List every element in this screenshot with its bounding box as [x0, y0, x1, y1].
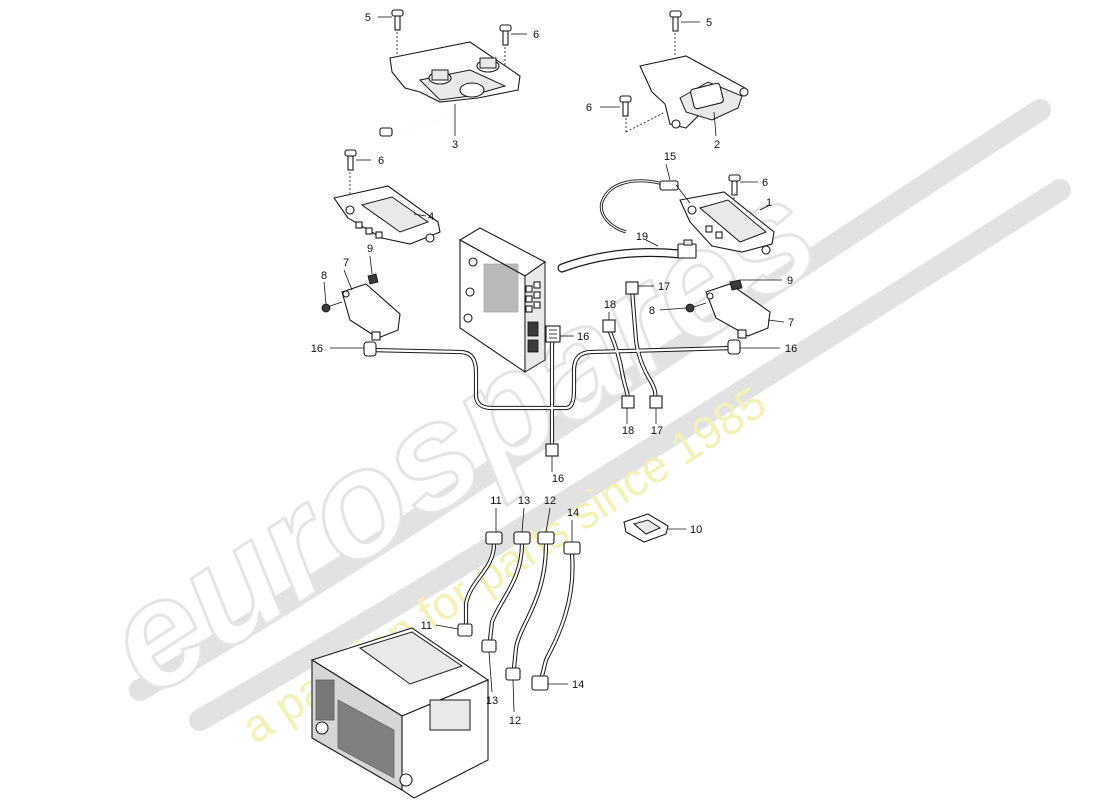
screw-8-right	[685, 302, 707, 313]
callout-8: 8	[321, 270, 327, 282]
callout-16: 16	[311, 343, 323, 355]
callout-5: 5	[365, 12, 371, 24]
callout-1: 1	[766, 197, 772, 209]
callout-18: 18	[604, 299, 616, 311]
callout-7: 7	[788, 317, 794, 329]
callout-3: 3	[452, 139, 458, 151]
callout-16: 16	[552, 473, 564, 485]
callout-12: 12	[509, 715, 521, 727]
clip-9-left	[367, 273, 379, 285]
screw-5-right	[669, 10, 682, 56]
part-1-module	[679, 174, 775, 255]
part-10-bracket	[623, 513, 686, 543]
callout-9: 9	[367, 243, 373, 255]
callout-13: 13	[486, 695, 498, 707]
callout-7: 7	[343, 257, 349, 269]
callout-6: 6	[762, 177, 768, 189]
head-unit	[310, 627, 490, 799]
callout-16: 16	[577, 331, 589, 343]
callout-15: 15	[664, 151, 676, 163]
callout-16: 16	[785, 343, 797, 355]
control-unit	[458, 227, 547, 374]
callout-10: 10	[690, 524, 702, 536]
part-7-right-sensor	[685, 279, 771, 339]
adapter-cables	[457, 531, 581, 691]
callout-11: 11	[490, 495, 501, 507]
callout-numbers: 5 6 5 6 3 2 6 6 15 4 1 19 9 7 8 9 7 8 16…	[311, 12, 798, 727]
screw-8-left	[321, 301, 343, 313]
callout-19: 19	[636, 231, 648, 243]
screw-6-mid-right	[619, 95, 666, 133]
callout-14: 14	[572, 679, 584, 691]
screw-6-top-left	[499, 24, 512, 66]
callout-11: 11	[421, 620, 432, 632]
callout-4: 4	[428, 211, 434, 223]
clip-9-right	[729, 279, 743, 291]
part-7-left-sensor	[321, 273, 401, 341]
wiring-harness	[363, 281, 741, 457]
callout-8: 8	[649, 305, 655, 317]
callout-leaders	[323, 16, 785, 713]
callout-14: 14	[567, 507, 579, 519]
callout-2: 2	[714, 139, 720, 151]
watermark: eurospares a passion for parts since 198…	[74, 99, 1071, 753]
callout-13: 13	[518, 495, 530, 507]
callout-18: 18	[622, 425, 634, 437]
screw-5-left	[391, 9, 404, 56]
callout-6: 6	[586, 102, 592, 114]
screw-6-left	[344, 149, 357, 200]
part-15-antenna-cable	[599, 179, 691, 234]
callout-12: 12	[544, 495, 556, 507]
callout-6: 6	[533, 29, 539, 41]
part-3-bracket-assembly	[379, 9, 521, 137]
part-19-cable	[557, 239, 697, 273]
part-4-module	[333, 149, 441, 245]
callout-17: 17	[658, 281, 670, 293]
callout-9: 9	[787, 275, 793, 287]
callout-5: 5	[706, 17, 712, 29]
part-2-bracket-module	[619, 10, 749, 133]
callout-6: 6	[378, 155, 384, 167]
callout-17: 17	[651, 425, 663, 437]
